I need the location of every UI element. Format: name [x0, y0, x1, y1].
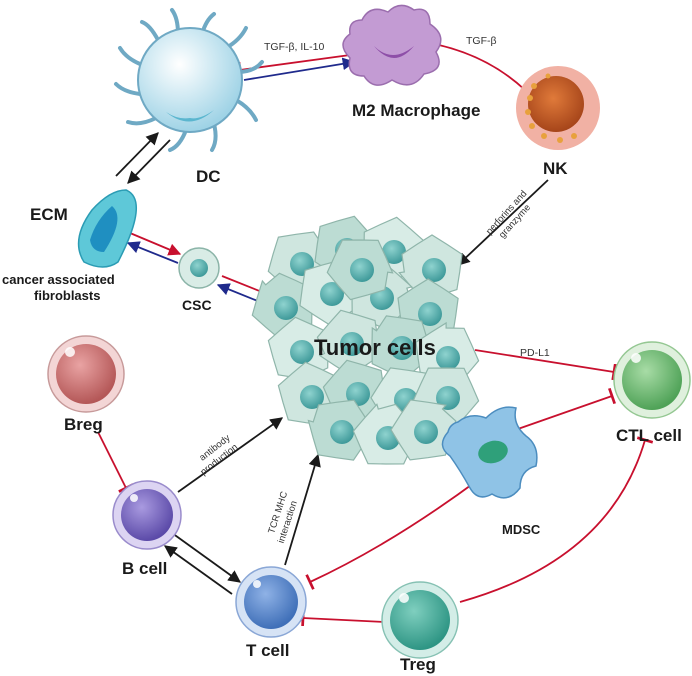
tumor-cell	[316, 309, 381, 376]
ctl-cell-icon	[613, 341, 691, 419]
label-caf-line2: fibroblasts	[34, 288, 100, 303]
label-tumor: Tumor cells	[314, 335, 436, 360]
label-csc: CSC	[182, 297, 212, 313]
label-ecm: ECM	[30, 205, 68, 224]
edge-ecm-to-dc	[115, 132, 159, 177]
tumor-cell	[326, 239, 394, 301]
edge-tumor-to-ctl	[474, 349, 617, 381]
edge-treg-to-tcell	[301, 609, 385, 627]
edge-nk-to-tumor	[457, 179, 549, 266]
label-ctl: CTL cell	[616, 426, 682, 445]
edge-label-tumor-ctl: PD-L1	[520, 347, 550, 359]
breg-cell-icon	[47, 335, 125, 413]
nk-cell-icon	[516, 66, 600, 150]
edge-breg-to-bcell	[97, 431, 134, 493]
tcell-icon	[235, 566, 307, 638]
label-nk: NK	[543, 159, 568, 178]
label-treg: Treg	[400, 655, 436, 674]
treg-cell-icon	[381, 581, 459, 659]
edge-tcell-to-tumor	[284, 453, 321, 566]
m2-macrophage-icon	[342, 4, 442, 86]
edge-mdsc-to-tcell	[305, 479, 479, 590]
edge-dc-to-m2-activate	[243, 57, 356, 81]
label-mdsc: MDSC	[502, 522, 541, 537]
label-dc: DC	[196, 167, 221, 186]
edge-bcell-to-tumor	[177, 417, 284, 493]
edge-mdsc-to-ctl	[514, 387, 616, 431]
edge-treg-to-ctl	[459, 436, 654, 603]
tumor-cell	[398, 234, 463, 301]
edge-tcell-to-bcell	[163, 545, 233, 595]
edge-csc-to-ecm-blue	[126, 241, 179, 264]
tumor-cell	[371, 315, 433, 380]
tumor-cluster-icon	[251, 215, 480, 465]
edge-label-m2-nk: TGF-β	[466, 35, 497, 47]
edge-bcell-to-tcell	[171, 532, 242, 583]
label-caf-line1: cancer associated	[2, 272, 115, 287]
edge-label-dc-m2: TGF-β, IL-10	[264, 41, 324, 53]
label-m2: M2 Macrophage	[352, 101, 480, 120]
label-bcell: B cell	[122, 559, 167, 578]
label-tcell: T cell	[246, 641, 289, 660]
edge-dc-to-ecm	[127, 139, 171, 184]
mdsc-cell-icon	[441, 406, 538, 499]
label-breg: Breg	[64, 415, 103, 434]
edge-ecm-to-csc-red	[129, 232, 182, 256]
csc-cell-icon	[178, 247, 220, 289]
ecm-fibroblast-icon	[77, 189, 137, 268]
bcell-icon	[112, 480, 182, 550]
dc-cell-icon	[114, 8, 264, 152]
